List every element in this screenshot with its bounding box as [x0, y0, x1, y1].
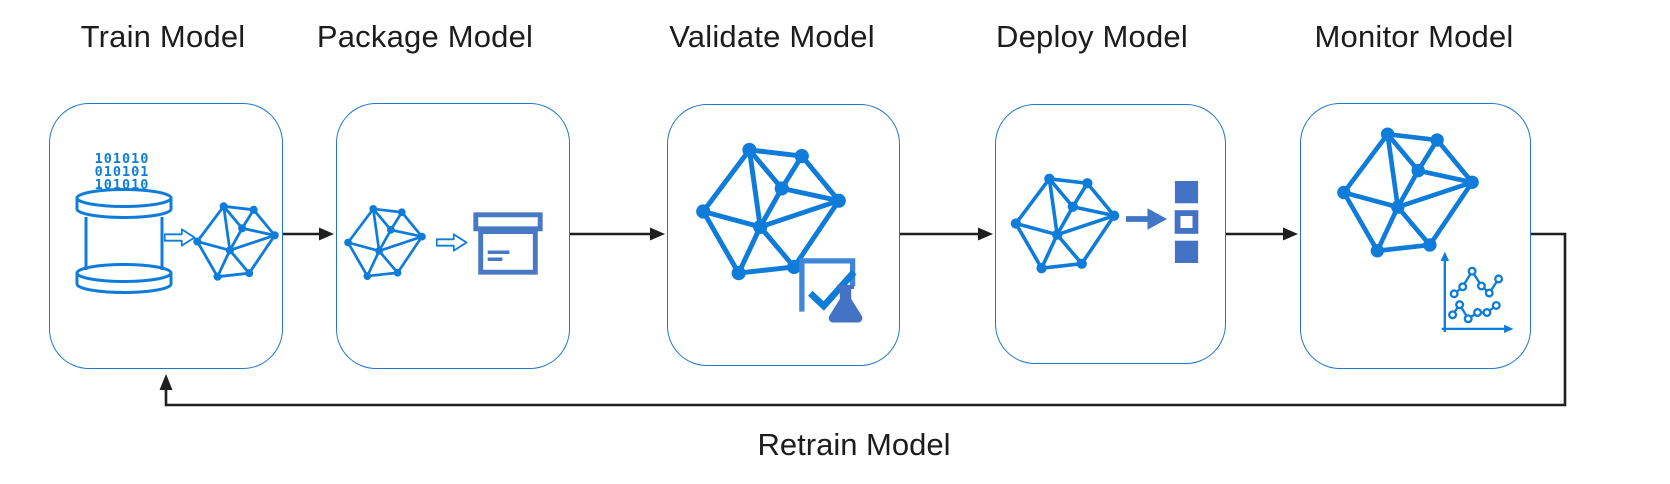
arrowhead	[1283, 227, 1298, 241]
model-network-icon	[192, 200, 280, 283]
arrow-right-icon	[1125, 208, 1168, 230]
package-box-icon	[473, 212, 543, 275]
stage-title-validate-model: Validate Model	[669, 19, 875, 54]
arrowhead	[978, 227, 993, 241]
deploy-stack-icon	[1174, 181, 1199, 263]
stage-title-train-model: Train Model	[80, 19, 246, 54]
retrain-arrowhead	[159, 374, 173, 390]
retrain-label: Retrain Model	[757, 427, 951, 462]
model-network-icon	[1335, 124, 1481, 261]
flask-icon	[828, 284, 863, 323]
binary-row: 010101	[95, 164, 150, 180]
hollow-arrow-icon	[164, 228, 196, 247]
stage-box-package-model	[336, 103, 570, 369]
arrowhead	[650, 227, 665, 241]
stage-box-train-model: 101010 010101 101010	[49, 103, 283, 369]
checkmark-icon	[808, 269, 857, 311]
line-chart-icon	[1440, 251, 1514, 334]
validation-check-flask-icon	[799, 258, 863, 323]
stage-box-deploy-model	[995, 104, 1226, 364]
stage-title-deploy-model: Deploy Model	[996, 19, 1188, 54]
stage-title-monitor-model: Monitor Model	[1314, 19, 1514, 54]
arrowhead	[319, 227, 334, 241]
model-network-icon	[1009, 171, 1121, 276]
binary-row: 101010	[95, 151, 150, 167]
model-network-icon	[343, 203, 427, 282]
stage-box-monitor-model	[1300, 103, 1531, 369]
stage-title-package-model: Package Model	[316, 19, 534, 54]
hollow-arrow-icon	[436, 233, 468, 252]
stage-box-validate-model	[667, 104, 900, 366]
retrain-loop-line	[164, 232, 1567, 407]
database-icon: 101010 010101 101010	[75, 151, 173, 294]
